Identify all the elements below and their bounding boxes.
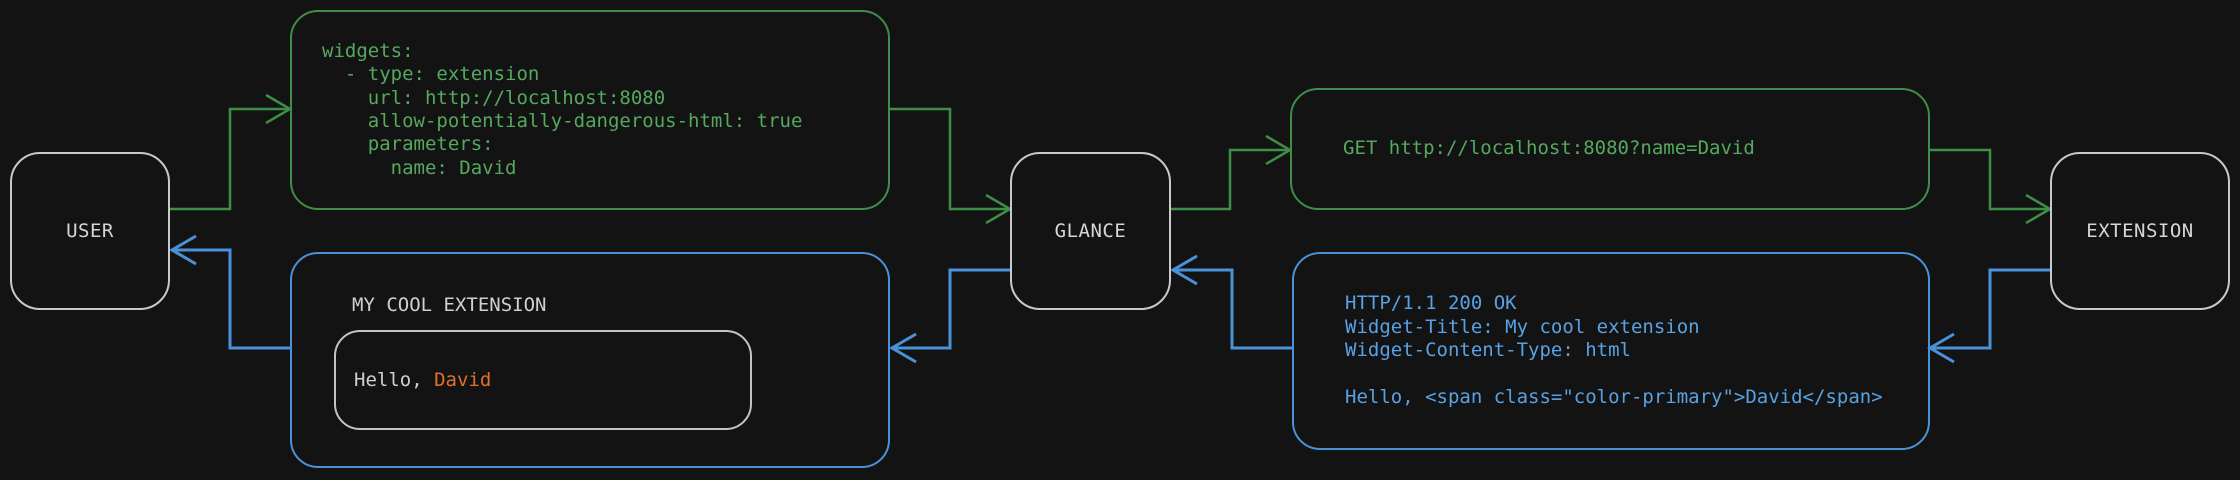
user-node: USER — [10, 152, 170, 310]
arrow-head-right-icon — [985, 193, 1013, 225]
response-line: HTTP/1.1 200 OK — [1345, 292, 1517, 315]
response-line: Widget-Title: My cool extension — [1345, 315, 1700, 338]
arrow-head-right-icon — [2025, 193, 2053, 225]
arrow-glance-to-widget — [889, 268, 1010, 364]
arrow-line — [1932, 268, 2050, 350]
arrow-head-right-icon — [1265, 134, 1293, 166]
arrow-request-to-extension — [1930, 148, 2053, 225]
config-line: name: David — [322, 156, 517, 179]
config-yaml-box: widgets: - type: extension url: http://l… — [290, 10, 890, 210]
arrow-widget-to-user — [169, 234, 290, 350]
arrow-response-to-glance — [1170, 254, 1292, 350]
config-line: - type: extension — [322, 63, 540, 86]
response-line — [1345, 363, 1928, 386]
widget-preview-box: MY COOL EXTENSION Hello, David — [290, 252, 890, 468]
arrow-head-left-icon — [1927, 332, 1955, 364]
arrow-line — [170, 107, 288, 211]
config-line: url: http://localhost:8080 — [322, 86, 666, 109]
arrow-line — [894, 268, 1010, 350]
http-request-box: GET http://localhost:8080?name=David — [1290, 88, 1930, 210]
glance-node-label: GLANCE — [1054, 220, 1127, 242]
arrow-head-left-icon — [169, 234, 197, 266]
arrow-user-to-config — [170, 93, 293, 211]
config-line: parameters: — [322, 133, 494, 156]
arrow-head-left-icon — [889, 332, 917, 364]
arrow-config-to-glance — [890, 107, 1013, 225]
arrow-line — [1175, 268, 1292, 350]
response-line: Hello, <span class="color-primary">David… — [1345, 386, 1883, 409]
extension-node: EXTENSION — [2050, 152, 2230, 310]
arrow-line — [890, 107, 1008, 211]
widget-title: MY COOL EXTENSION — [352, 294, 547, 316]
arrow-head-left-icon — [1170, 254, 1198, 286]
greeting-name: David — [434, 369, 492, 391]
glance-node: GLANCE — [1010, 152, 1171, 310]
http-response-box: HTTP/1.1 200 OK Widget-Title: My cool ex… — [1292, 252, 1930, 450]
greeting-prefix: Hello, — [354, 369, 435, 391]
widget-inner-card: Hello, David — [334, 330, 752, 430]
arrow-line — [1171, 148, 1288, 211]
config-line: allow-potentially-dangerous-html: true — [322, 110, 803, 132]
arrow-line — [1930, 148, 2048, 211]
response-line: Widget-Content-Type: html — [1345, 339, 1631, 362]
arrow-head-right-icon — [265, 93, 293, 125]
arrow-extension-to-response — [1927, 268, 2050, 364]
user-node-label: USER — [66, 220, 114, 242]
config-line: widgets: — [322, 39, 414, 62]
arrow-glance-to-request — [1171, 134, 1293, 211]
extension-node-label: EXTENSION — [2086, 220, 2194, 242]
request-line: GET http://localhost:8080?name=David — [1343, 137, 1755, 160]
arrow-line — [174, 248, 290, 350]
